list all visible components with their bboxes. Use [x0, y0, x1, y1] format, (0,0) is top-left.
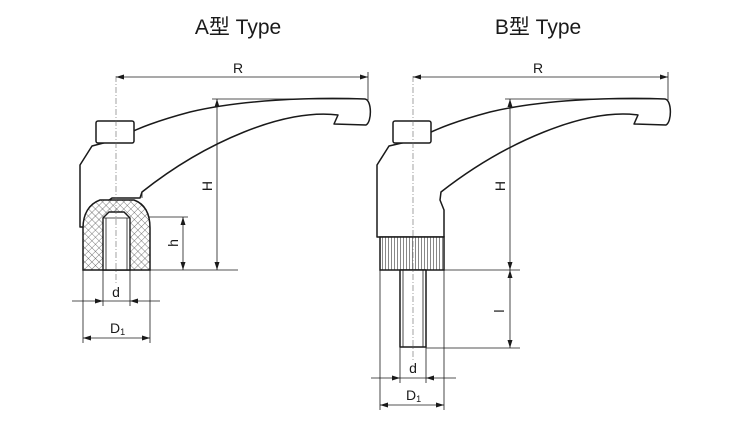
view-a-dim-small-h-arrow-top — [180, 217, 186, 225]
view-a-label-h-upper: H — [199, 181, 215, 191]
view-a-dim-d1-arrow-left — [83, 335, 91, 341]
view-b-dim-r-arrow-right — [660, 74, 668, 80]
view-a-dim-d-arrow-right — [130, 298, 138, 304]
view-b-dim-r-arrow-left — [413, 74, 421, 80]
view-b-top-cap — [392, 120, 432, 144]
view-a-label-d: d — [112, 284, 120, 300]
view-b-dim-d-arrow-right — [426, 375, 434, 381]
view-a-dim-d-arrow-left — [95, 298, 103, 304]
view-a-dim-r-arrow-right — [360, 74, 368, 80]
view-a-dim-h-arrow-top — [214, 99, 220, 107]
view-b-dim-h-arrow-bottom — [507, 262, 513, 270]
view-a-dim-d1-arrow-right — [142, 335, 150, 341]
view-b-label-l: l — [491, 309, 507, 312]
view-a-label-d1: D1 — [110, 320, 125, 337]
view-b-lever — [376, 97, 672, 238]
view-a-dim-small-h-arrow-bottom — [180, 262, 186, 270]
view-b-dim-h-arrow-top — [507, 99, 513, 107]
view-b: B型 Type R H l — [371, 16, 672, 410]
view-b-label-d1-main: D — [406, 387, 416, 403]
view-a-label-d1-sub: 1 — [120, 327, 125, 337]
view-a: A型 Type R H h — [72, 16, 372, 343]
view-a-label-small-h: h — [165, 239, 181, 247]
view-a-dim-h-arrow-bottom — [214, 262, 220, 270]
view-b-knurled-ring — [379, 236, 445, 271]
view-a-dim-r-arrow-left — [116, 74, 124, 80]
view-b-title: B型 Type — [495, 16, 581, 39]
view-b-dim-l-arrow-bottom — [507, 340, 513, 348]
view-b-label-h: H — [492, 181, 508, 191]
view-b-label-d1: D1 — [406, 387, 421, 404]
view-a-label-d1-main: D — [110, 320, 120, 336]
view-a-top-cap — [95, 120, 135, 144]
view-a-threaded-hole — [102, 211, 131, 271]
view-b-dim-l-arrow-top — [507, 270, 513, 278]
view-a-lever — [79, 97, 372, 228]
view-b-dim-d1-arrow-left — [380, 402, 388, 408]
view-a-label-r: R — [233, 60, 243, 76]
view-b-dim-d1-arrow-right — [436, 402, 444, 408]
view-b-lever-edge — [376, 145, 390, 166]
view-a-title: A型 Type — [195, 16, 281, 39]
view-b-label-d1-sub: 1 — [416, 394, 421, 404]
view-b-label-d: d — [409, 360, 417, 376]
view-b-label-r: R — [533, 60, 543, 76]
view-b-dim-d-arrow-left — [392, 375, 400, 381]
view-a-lever-edge — [79, 145, 93, 166]
